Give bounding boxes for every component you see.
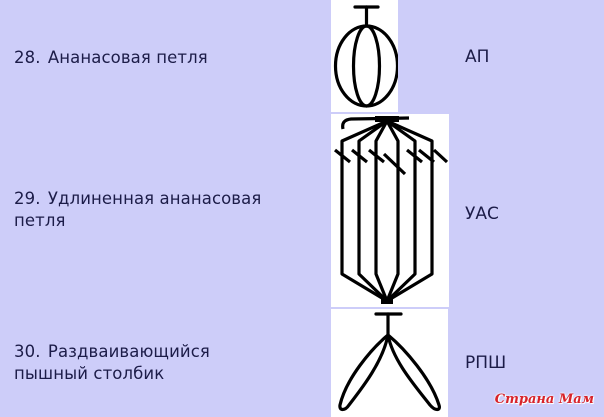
entry-30-name-line1: Раздваивающийся xyxy=(47,342,210,361)
elongated-pineapple-loop-symbol-panel xyxy=(331,114,449,307)
entry-30-label: 30. Раздваивающийся пышный столбик xyxy=(14,341,210,385)
entry-29-number: 29. xyxy=(14,189,41,208)
elongated-pineapple-loop-icon xyxy=(334,116,449,304)
entry-28-number: 28. xyxy=(14,48,41,67)
site-watermark: Страна Мам xyxy=(494,392,594,407)
entry-30-name-line2: пышный столбик xyxy=(14,364,165,383)
entry-29-label: 29. Удлиненная ананасовая петля xyxy=(14,188,261,232)
entry-28-label: 28. Ананасовая петля xyxy=(14,47,208,69)
entry-29-abbreviation: УАС xyxy=(465,204,499,224)
splitting-puff-stitch-symbol-panel xyxy=(331,309,448,417)
entry-30-number: 30. xyxy=(14,342,41,361)
splitting-puff-stitch-icon xyxy=(338,312,441,412)
entry-28-name: Ананасовая петля xyxy=(47,48,208,67)
entry-29-name-line2: петля xyxy=(14,211,66,230)
entry-28-abbreviation: АП xyxy=(465,47,490,67)
entry-29-name-line1: Удлиненная ананасовая xyxy=(47,189,262,208)
pineapple-loop-symbol-panel xyxy=(331,0,398,112)
pineapple-loop-icon xyxy=(333,5,398,108)
entry-30-abbreviation: РПШ xyxy=(465,353,507,373)
